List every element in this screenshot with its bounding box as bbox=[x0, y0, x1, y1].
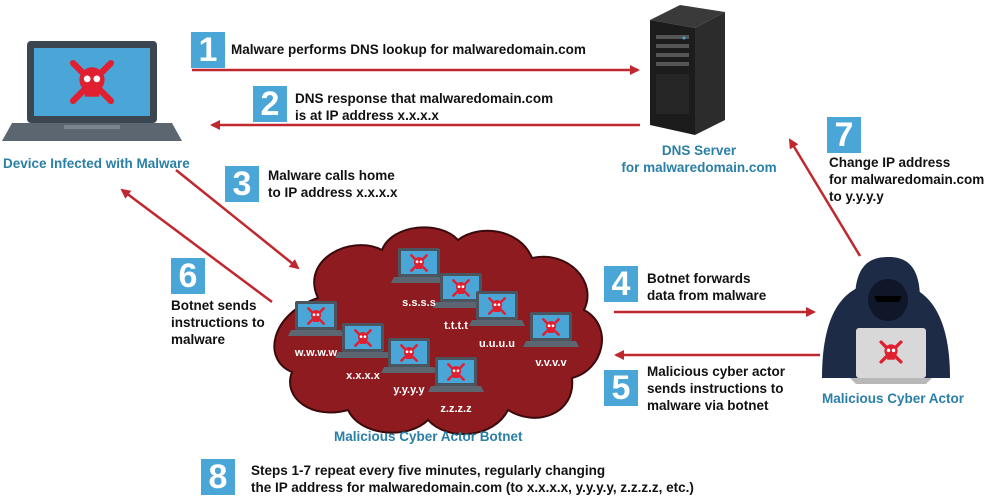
botnet-laptop-u bbox=[469, 291, 525, 326]
step-badge-4: 4 bbox=[604, 266, 638, 302]
botnet-laptop-v bbox=[523, 312, 579, 347]
step-badge-7: 7 bbox=[827, 117, 861, 153]
step-badge-2: 2 bbox=[253, 86, 287, 122]
botnet-laptop-x bbox=[335, 323, 391, 358]
botnet-laptop-w bbox=[288, 301, 344, 336]
node-label-u: u.u.u.u bbox=[479, 338, 515, 350]
botnet-laptop-z bbox=[428, 357, 484, 392]
arrow-step-3 bbox=[175, 169, 300, 270]
server-icon bbox=[650, 5, 725, 135]
hacker-icon bbox=[822, 257, 950, 384]
cloud-icon bbox=[273, 226, 603, 436]
step-badge-3: 3 bbox=[225, 166, 259, 202]
botnet-label: Malicious Cyber Actor Botnet bbox=[334, 429, 523, 444]
actor-label: Malicious Cyber Actor bbox=[822, 391, 965, 406]
arrow-step-6 bbox=[120, 188, 273, 304]
infected-device-label: Device Infected with Malware bbox=[3, 156, 190, 171]
node-label-s: s.s.s.s bbox=[402, 297, 436, 309]
node-label-y: y.y.y.y bbox=[393, 384, 425, 396]
step-badge-8: 8 bbox=[201, 459, 235, 495]
node-label-z: z.z.z.z bbox=[440, 403, 472, 415]
laptop-icon bbox=[2, 41, 182, 141]
step-badge-1: 1 bbox=[191, 32, 225, 68]
botnet-laptop-s bbox=[391, 248, 447, 283]
step-1-text: Malware performs DNS lookup for malwared… bbox=[231, 42, 586, 57]
step-badge-5: 5 bbox=[604, 370, 638, 406]
arrow-step-7 bbox=[788, 138, 862, 257]
step-8-text: Steps 1-7 repeat every five minutes, reg… bbox=[251, 463, 694, 495]
node-label-x: x.x.x.x bbox=[346, 370, 381, 382]
node-label-t: t.t.t.t bbox=[444, 320, 468, 332]
node-label-v: v.v.v.v bbox=[535, 357, 567, 369]
node-label-w: w.w.w.w bbox=[294, 347, 338, 359]
step-badge-6: 6 bbox=[171, 258, 205, 294]
botnet-laptop-y bbox=[381, 338, 437, 373]
